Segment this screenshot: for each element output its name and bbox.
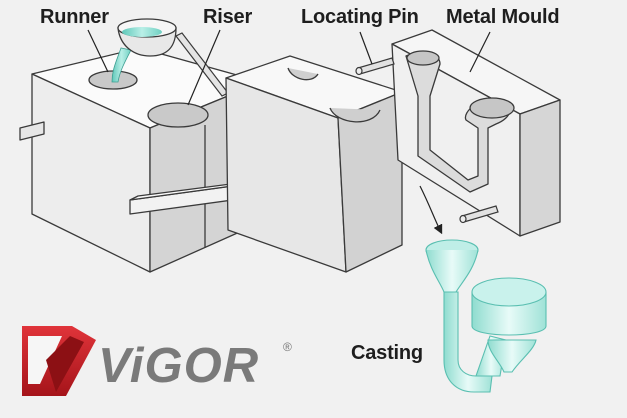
middle-mould-plate [225,55,403,273]
label-locating-pin: Locating Pin [301,6,419,28]
locating-pins [355,57,499,224]
label-riser: Riser [203,6,253,28]
label-casting: Casting [351,342,423,364]
logo-text: ViGOR [98,339,260,393]
vigor-logo-emblem [22,326,96,396]
label-runner: Runner [40,6,109,28]
leader-lines [87,29,491,235]
registered-mark: ® [283,340,292,354]
pouring-ladle [111,18,229,97]
metal-mould [391,29,561,237]
casting-part [425,239,547,393]
label-metal-mould: Metal Mould [446,6,560,28]
